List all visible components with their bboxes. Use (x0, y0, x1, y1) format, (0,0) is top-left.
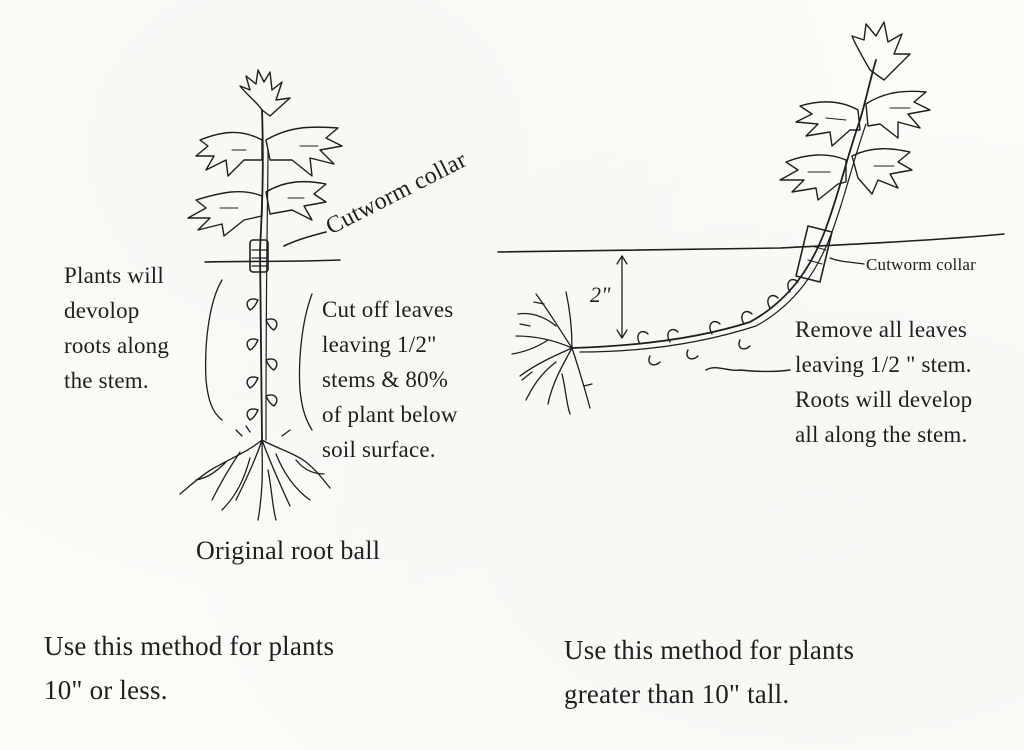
left-roots (179, 425, 331, 521)
left-method-text: Use this method for plants 10" or less. (44, 624, 334, 712)
left-method-line: 10" or less. (44, 675, 168, 705)
right-plant (497, 21, 1005, 415)
right-method-text: Use this method for plants greater than … (564, 628, 854, 716)
roots-note-line: Plants will (64, 263, 164, 288)
roots-note-line: roots along (64, 333, 170, 358)
cut-note-line: stems & 80% (322, 367, 449, 392)
remove-note-line: Remove all leaves (795, 317, 968, 342)
right-collar-pointer (829, 257, 865, 265)
left-cut-bracket (298, 293, 313, 431)
cut-note-line: of plant below (322, 402, 458, 427)
remove-note: Remove all leaves leaving 1/2 " stem. Ro… (795, 312, 972, 452)
cut-note-line: soil surface. (322, 437, 436, 462)
right-method-line: Use this method for plants (564, 635, 855, 665)
remove-note-line: leaving 1/2 " stem. (795, 352, 972, 377)
right-method-line: greater than 10" tall. (564, 679, 790, 709)
root-ball-caption: Original root ball (196, 536, 381, 565)
right-soil-line (497, 233, 1005, 253)
remove-note-line: Roots will develop (795, 387, 973, 412)
left-root-bracket (205, 279, 223, 421)
roots-note-line: the stem. (64, 368, 149, 393)
right-roots (511, 291, 593, 415)
right-cutworm-collar (795, 225, 833, 283)
right-leaves (779, 21, 931, 201)
depth-label: 2" (590, 282, 611, 307)
cut-note-line: Cut off leaves (322, 297, 454, 322)
left-stem (259, 109, 264, 441)
left-leaves (187, 69, 343, 237)
left-collar-pointer (283, 231, 327, 247)
cut-note: Cut off leaves leaving 1/2" stems & 80% … (322, 292, 458, 467)
right-collar-label: Cutworm collar (866, 255, 976, 274)
left-soil-line (204, 259, 341, 263)
left-plant (179, 69, 343, 521)
left-leaf-stubs (246, 298, 278, 421)
right-leaf-stubs (637, 278, 799, 366)
roots-note-line: devolop (64, 298, 140, 323)
remove-note-line: all along the stem. (795, 422, 968, 447)
left-cutworm-collar (249, 239, 269, 273)
depth-indicator (616, 255, 628, 339)
roots-note: Plants will devolop roots along the stem… (64, 258, 169, 398)
cut-note-line: leaving 1/2" (322, 332, 437, 357)
right-stem (571, 59, 877, 349)
left-method-line: Use this method for plants (44, 631, 335, 661)
